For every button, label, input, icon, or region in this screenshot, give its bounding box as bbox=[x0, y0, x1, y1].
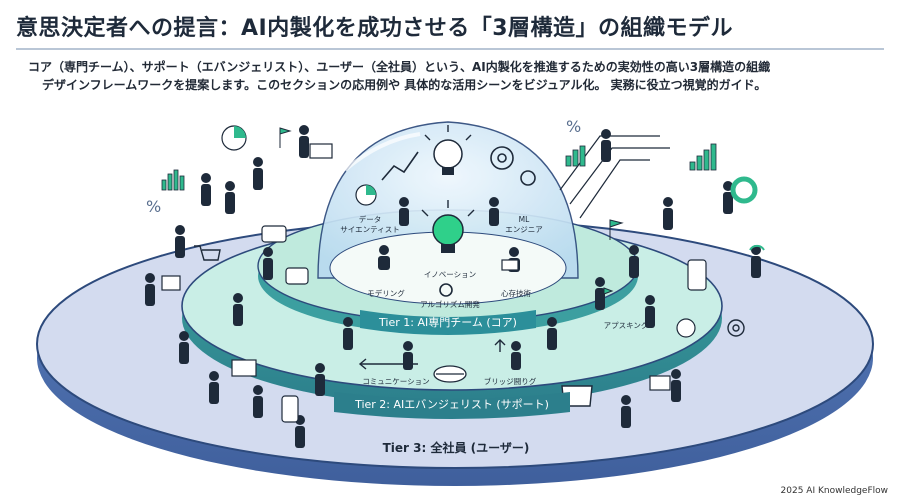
subtitle-line-1: コア（専門チーム）、サポート（エバンジェリスト）、ユーザー（全社員）という、AI… bbox=[28, 60, 771, 74]
communication-arrows bbox=[358, 339, 506, 370]
laptop-icons bbox=[161, 143, 671, 391]
phone-icon bbox=[281, 259, 707, 423]
svg-text:%: % bbox=[146, 197, 161, 216]
page-title: 意思決定者への提言：AI内製化を成功させる「3層構造」の組織モデル bbox=[16, 16, 734, 41]
tier1-label-text: Tier 1: AI専門チーム (コア) bbox=[378, 316, 517, 329]
label-dependency: 心存技術 bbox=[501, 288, 531, 298]
label-data-scientist-1: データ bbox=[359, 214, 382, 224]
people-figures bbox=[145, 125, 761, 448]
label-modeling: モデリング bbox=[367, 288, 405, 298]
ring-labels: コミュニケーション ブリッジ闘りグ アプスキング bbox=[362, 320, 649, 386]
footer-credit: 2025 AI KnowledgeFlow bbox=[780, 486, 888, 496]
flag-icon bbox=[279, 127, 624, 304]
chat-bubble-icon bbox=[261, 225, 309, 285]
label-communication: コミュニケーション bbox=[362, 377, 429, 386]
label-data-scientist-2: サイエンティスト bbox=[340, 225, 399, 234]
headset-icon bbox=[749, 244, 765, 251]
tier1-label: Tier 1: AI専門チーム (コア) bbox=[360, 310, 536, 335]
connection-lines bbox=[559, 135, 670, 219]
bar-chart-icon bbox=[161, 143, 717, 191]
label-ml-2: エンジニア bbox=[505, 225, 543, 234]
tier3-label: Tier 3: 全社員 (ユーザー) bbox=[383, 440, 530, 455]
svg-text:%: % bbox=[566, 117, 581, 136]
tier2-label: Tier 2: AIエバンジェリスト (サポート) bbox=[334, 392, 570, 419]
pie-chart-icon bbox=[355, 184, 377, 206]
line-chart-icon bbox=[381, 151, 419, 181]
lightbulb-icon bbox=[421, 200, 475, 253]
core-labels: データ サイエンティスト ML エンジニア イノベーション モデリング 心存技術… bbox=[340, 214, 542, 309]
gear-icon bbox=[727, 319, 745, 337]
label-innovation: イノベーション bbox=[424, 270, 476, 279]
title-divider bbox=[16, 48, 884, 50]
percent-icon: % % bbox=[146, 117, 581, 216]
gear-icon bbox=[439, 146, 536, 297]
label-upskilling: アプスキング bbox=[604, 320, 649, 330]
label-algorithm: アルゴリズム開発 bbox=[420, 299, 480, 309]
label-ml-1: ML bbox=[519, 215, 530, 224]
pie-chart-icon bbox=[221, 125, 758, 204]
handshake-icon bbox=[433, 365, 467, 383]
three-tier-diagram: % % Tier 1: AI専門チ bbox=[36, 117, 874, 486]
subtitle-line-2: デザインフレームワークを提案します。このセクションの応用例や 具体的な活用シーン… bbox=[42, 78, 767, 92]
page-subtitle: コア（専門チーム）、サポート（エバンジェリスト）、ユーザー（全社員）という、AI… bbox=[28, 58, 878, 94]
label-bridging: ブリッジ闘りグ bbox=[484, 376, 537, 386]
tier2-label-text: Tier 2: AIエバンジェリスト (サポート) bbox=[354, 398, 549, 411]
lightbulb-icon bbox=[424, 125, 472, 175]
